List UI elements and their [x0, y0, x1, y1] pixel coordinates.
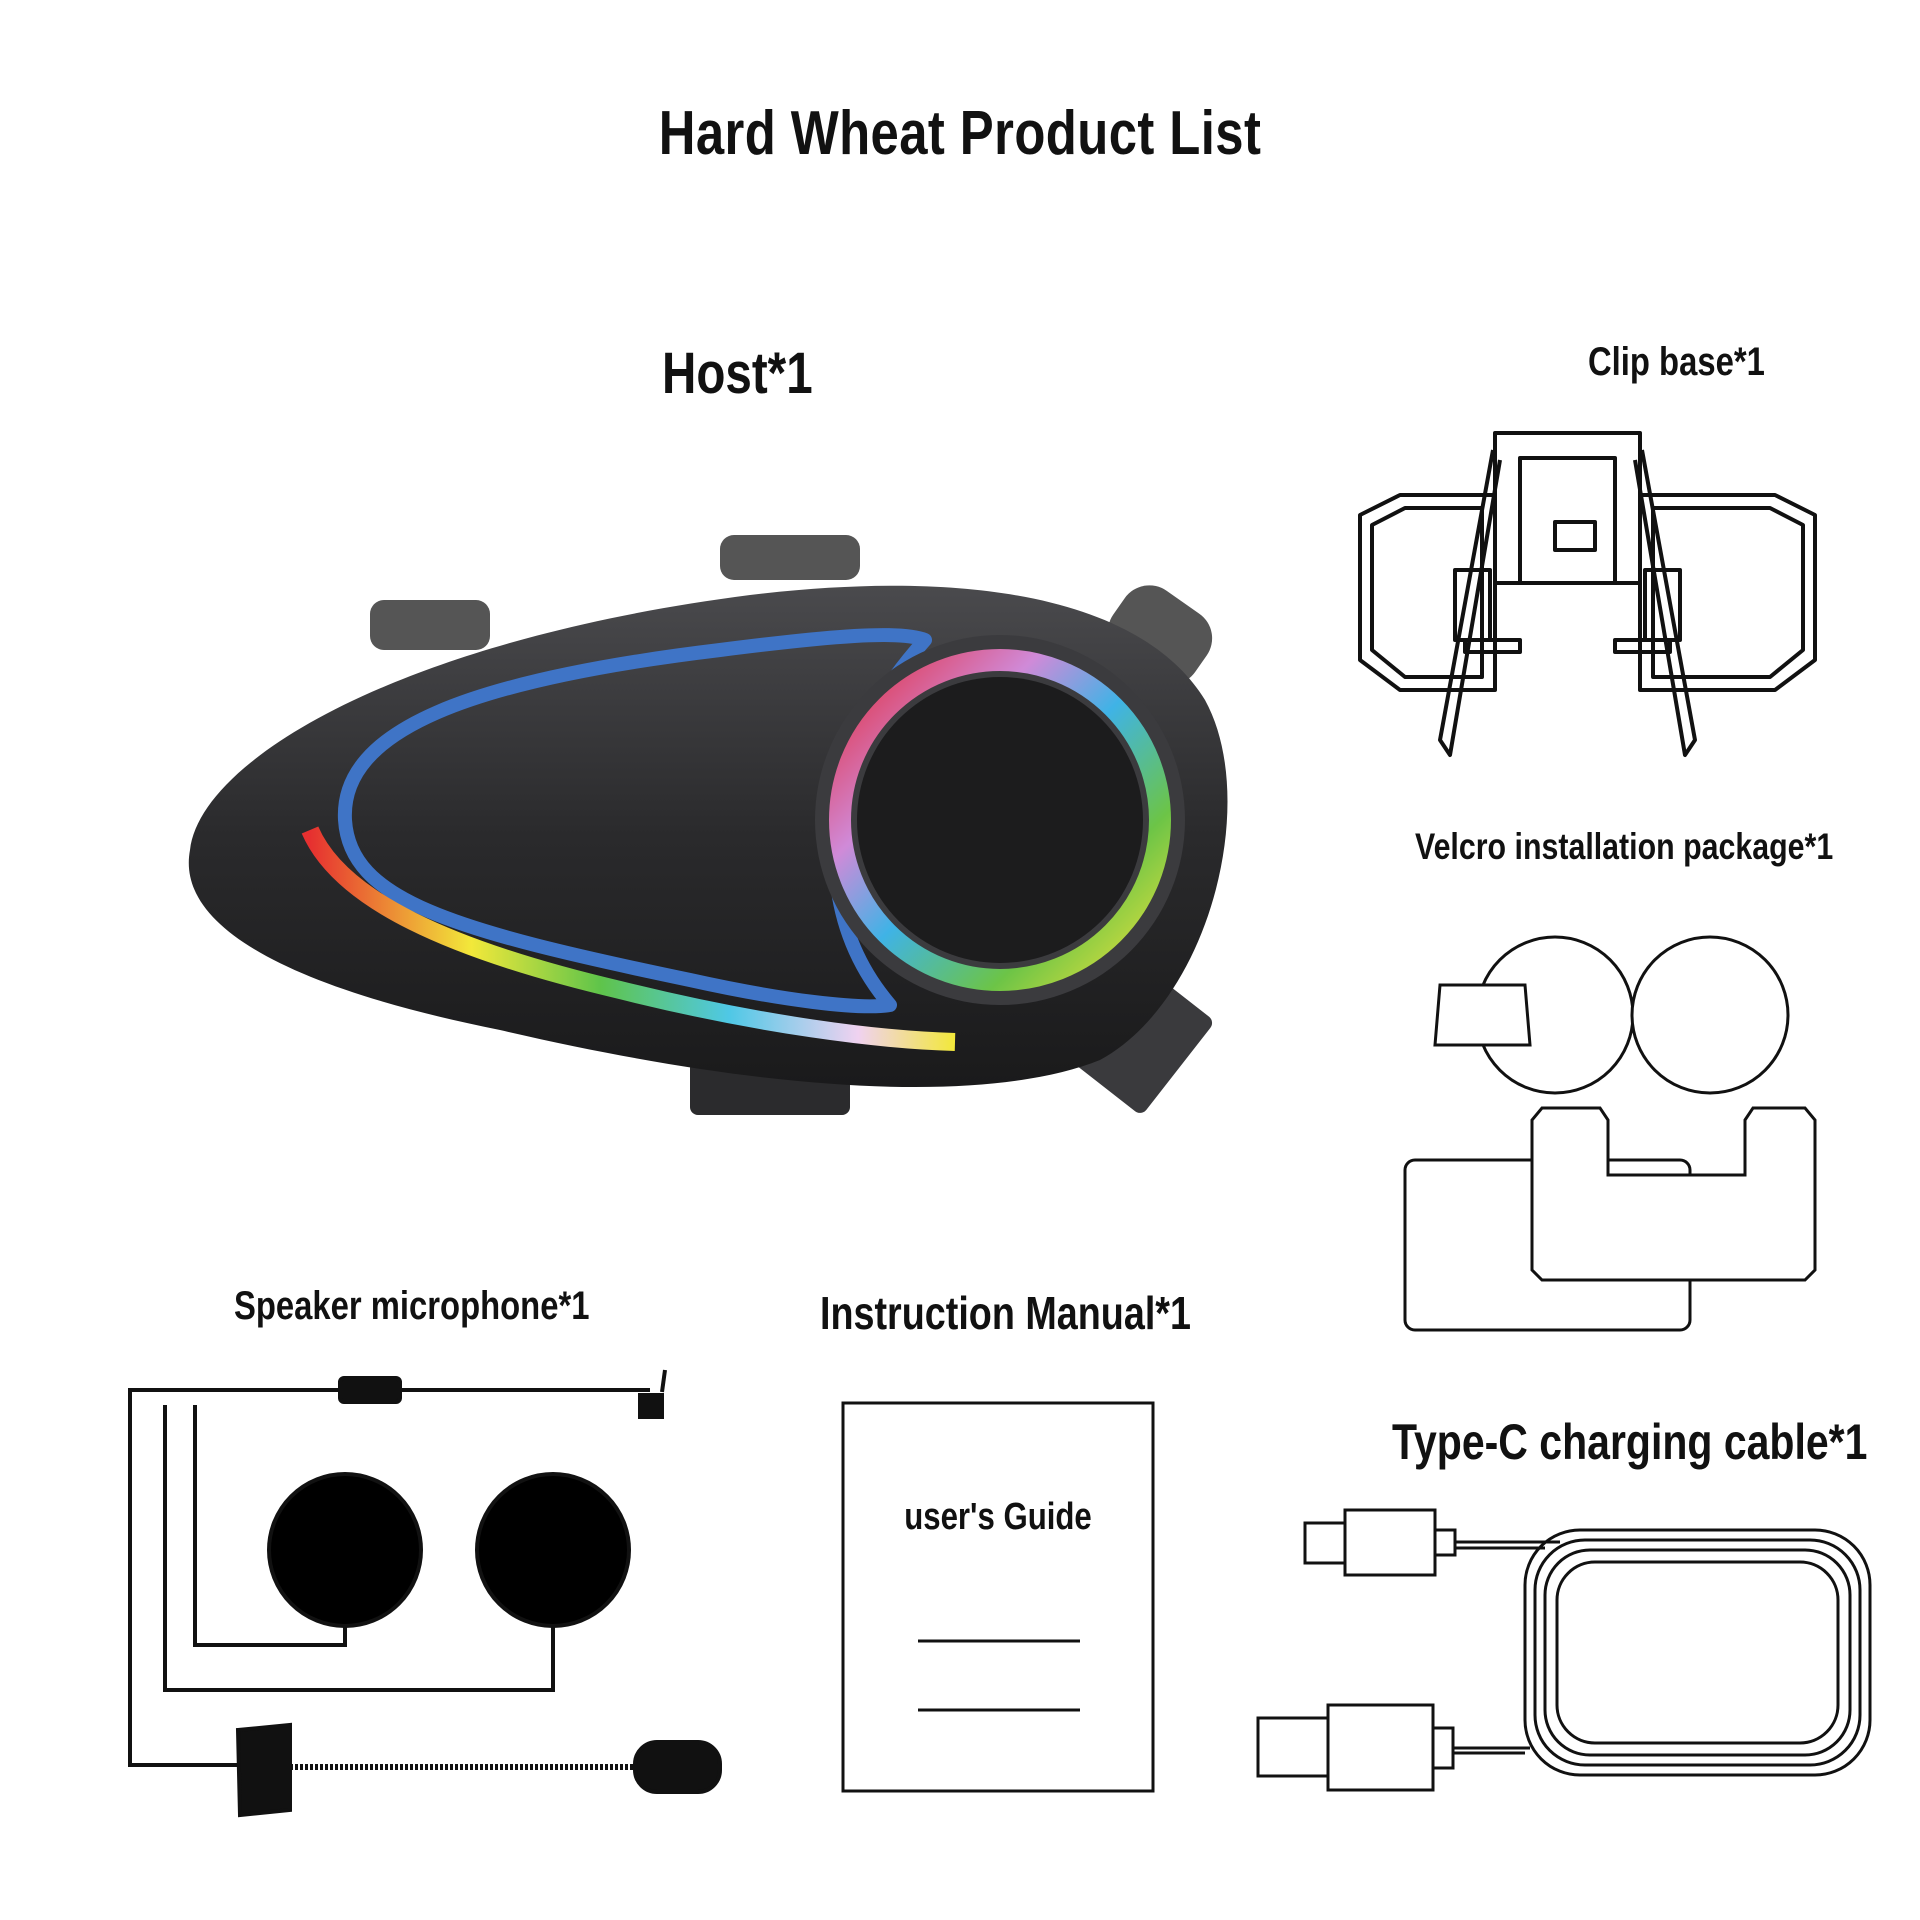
- manual-cover-text: user's Guide: [904, 1496, 1092, 1538]
- clip-base-label: Clip base*1: [1588, 340, 1765, 384]
- host-device-icon: [188, 535, 1228, 1115]
- manual-booklet-icon: [841, 1401, 1155, 1793]
- host-label: Host*1: [662, 341, 813, 406]
- cable-label: Type-C charging cable*1: [1392, 1414, 1868, 1470]
- clip-base-icon: [1358, 431, 1817, 757]
- velcro-pads-icon: [1403, 935, 1817, 1332]
- type-c-cable-icon: [1256, 1508, 1872, 1792]
- speaker-mic-label: Speaker microphone*1: [234, 1284, 590, 1328]
- speaker-microphone-icon: [128, 1369, 722, 1818]
- page-title: Hard Wheat Product List: [658, 99, 1262, 168]
- manual-label: Instruction Manual*1: [820, 1287, 1191, 1339]
- velcro-label: Velcro installation package*1: [1415, 826, 1834, 867]
